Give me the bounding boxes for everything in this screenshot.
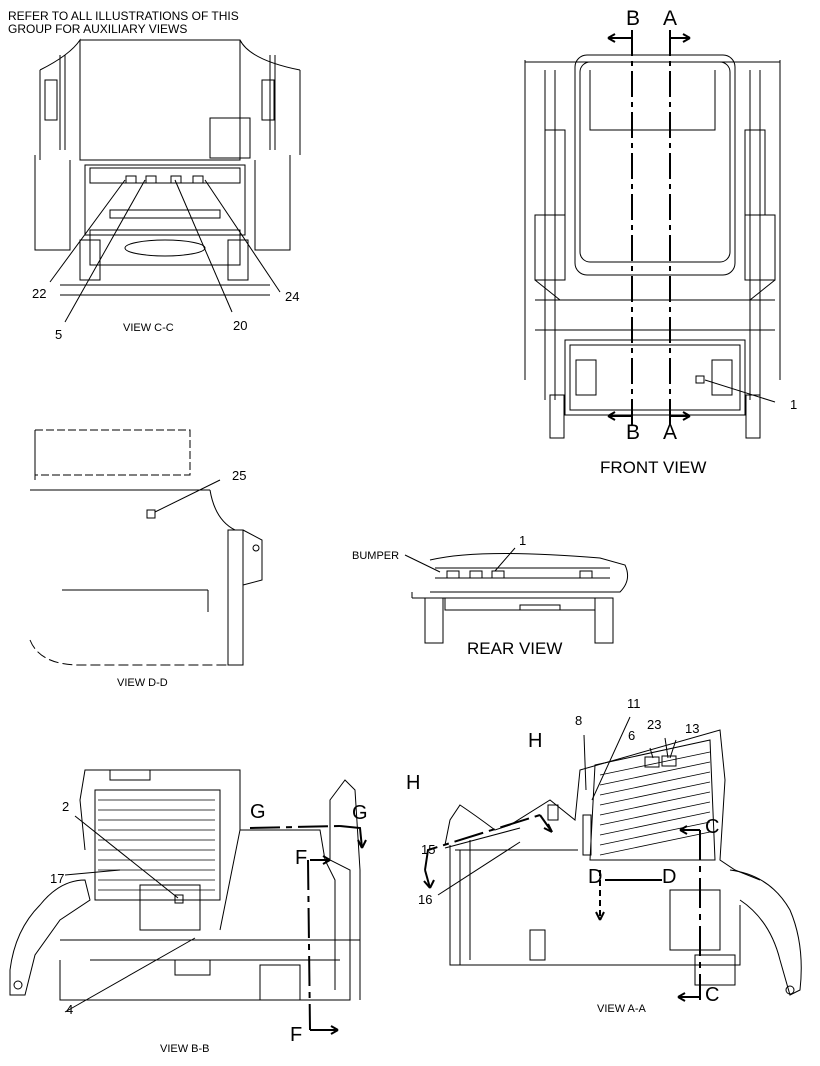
callout-5: 5	[55, 327, 63, 342]
view-dd-title: VIEW D-D	[117, 677, 168, 689]
section-d-left: D	[588, 866, 603, 888]
section-b-top: B	[626, 7, 641, 30]
callout-16: 16	[418, 892, 433, 907]
section-f-top: F	[295, 847, 308, 869]
view-bb-title: VIEW B-B	[160, 1043, 210, 1055]
callout-2: 2	[62, 799, 70, 814]
view-cc-title: VIEW C-C	[123, 322, 174, 334]
section-h-left: H	[406, 772, 421, 794]
front-view-drawing	[524, 30, 781, 439]
view-dd-drawing	[29, 429, 263, 666]
front-view-title: FRONT VIEW	[600, 458, 707, 477]
section-a-bottom: A	[663, 421, 678, 444]
section-g-right: G	[352, 802, 368, 824]
view-aa-title: VIEW A-A	[597, 1003, 646, 1015]
callout-1-front: 1	[790, 397, 798, 412]
section-a-top: A	[663, 7, 678, 30]
callout-11: 11	[627, 696, 641, 711]
rear-view-drawing	[404, 547, 629, 644]
section-f-bottom: F	[290, 1024, 303, 1046]
view-bb-drawing	[9, 769, 367, 1035]
callout-4: 4	[66, 1002, 74, 1017]
view-cc-drawing	[34, 38, 301, 323]
callout-24: 24	[285, 289, 300, 304]
callout-8: 8	[575, 713, 583, 728]
section-c-bottom: C	[705, 984, 720, 1006]
section-g-left: G	[250, 801, 266, 823]
view-aa-drawing	[423, 716, 802, 1002]
callout-25: 25	[232, 468, 247, 483]
callout-6: 6	[628, 728, 636, 743]
section-c-top: C	[705, 816, 720, 838]
callout-23: 23	[647, 717, 662, 732]
callout-17: 17	[50, 871, 65, 886]
callout-20: 20	[233, 318, 248, 333]
callout-13: 13	[685, 721, 700, 736]
callout-15: 15	[421, 842, 436, 857]
callout-22: 22	[32, 286, 47, 301]
section-h-right: H	[528, 730, 543, 752]
section-b-bottom: B	[626, 421, 641, 444]
bumper-label: BUMPER	[352, 550, 400, 562]
section-d-right: D	[662, 866, 677, 888]
header-note: REFER TO ALL ILLUSTRATIONS OF THIS GROUP…	[8, 9, 239, 36]
rear-view-title: REAR VIEW	[467, 639, 563, 658]
callout-1-rear: 1	[519, 533, 527, 548]
